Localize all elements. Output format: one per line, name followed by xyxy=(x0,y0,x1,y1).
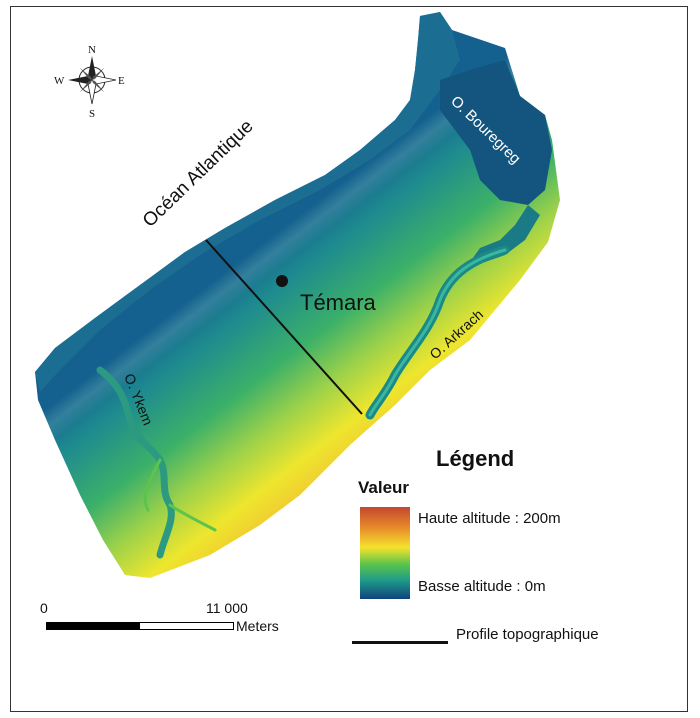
bouregreg-estuary xyxy=(440,60,552,205)
elevation-color-ramp xyxy=(360,507,410,599)
temara-city-marker xyxy=(276,275,288,287)
arkrach-river-core xyxy=(368,248,507,417)
legend-title: Légend xyxy=(436,446,515,471)
scale-bar-light-segment xyxy=(140,623,233,629)
compass-w: W xyxy=(54,75,65,87)
bouregreg-valley xyxy=(470,205,540,262)
city-label: Témara xyxy=(300,290,377,315)
compass-n: N xyxy=(88,44,96,56)
compass-rose-icon: N S E W xyxy=(54,44,125,120)
legend-profile-swatch xyxy=(352,641,448,644)
legend-subtitle: Valeur xyxy=(358,478,410,497)
ykem-tributary xyxy=(143,458,217,532)
compass-s: S xyxy=(89,108,95,120)
scale-bar xyxy=(46,622,234,630)
topographic-profile-line xyxy=(205,239,363,415)
scale-zero-label: 0 xyxy=(40,600,48,616)
legend-profile-label: Profile topographique xyxy=(456,626,599,643)
scale-bar-dark-segment xyxy=(47,623,140,629)
scale-max-label: 11 000 xyxy=(206,600,248,616)
compass-e: E xyxy=(118,75,125,87)
scale-unit-label: Meters xyxy=(236,618,279,634)
legend-low-label: Basse altitude : 0m xyxy=(418,578,546,595)
legend-high-label: Haute altitude : 200m xyxy=(418,510,561,527)
terrain-texture xyxy=(35,12,560,578)
ocean-label: Océan Atlantique xyxy=(139,116,258,232)
coastal-lowland xyxy=(35,12,460,392)
